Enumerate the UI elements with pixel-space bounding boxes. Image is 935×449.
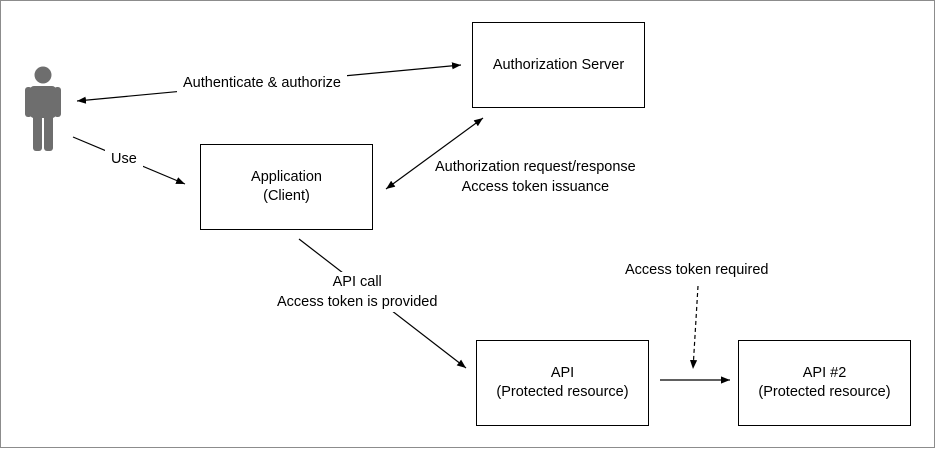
- auth-request-arrow: [385, 117, 484, 190]
- api2-sublabel: (Protected resource): [758, 384, 891, 400]
- auth-request-line2: Access token issuance: [461, 179, 610, 195]
- authorization-server-box: Authorization Server: [472, 22, 645, 108]
- user-icon: [25, 66, 61, 151]
- api-call-line2: Access token is provided: [277, 294, 438, 310]
- api2-label: API #2: [802, 365, 847, 381]
- token-required-label: Access token required: [621, 260, 773, 280]
- api-label: API: [550, 365, 575, 381]
- api-sublabel: (Protected resource): [496, 384, 629, 400]
- authorization-server-label: Authorization Server: [492, 56, 625, 73]
- api2-box: API #2 (Protected resource): [738, 340, 911, 426]
- application-box: Application (Client): [200, 144, 373, 230]
- use-label: Use: [105, 149, 143, 169]
- token-required-arrow: [689, 285, 699, 370]
- auth-request-label: Authorization request/response Access to…: [431, 157, 640, 197]
- api-call-label: API call Access token is provided: [273, 272, 442, 312]
- application-sublabel: (Client): [263, 188, 310, 204]
- auth-request-line1: Authorization request/response: [435, 159, 636, 175]
- api-box: API (Protected resource): [476, 340, 649, 426]
- authenticate-label: Authenticate & authorize: [177, 73, 347, 93]
- api-call-line1: API call: [332, 274, 382, 290]
- application-label: Application: [251, 169, 322, 185]
